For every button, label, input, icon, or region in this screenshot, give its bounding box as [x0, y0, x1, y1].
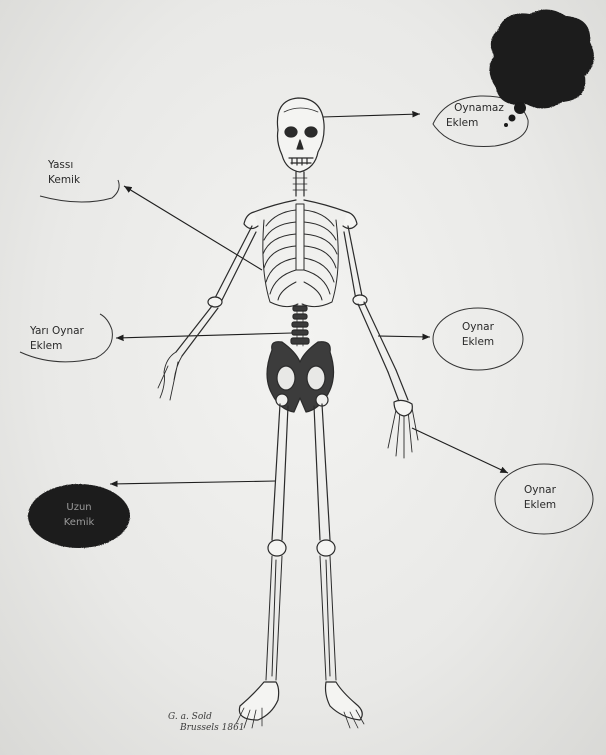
- arrow-femur: [110, 481, 276, 484]
- left-leg: [236, 404, 288, 728]
- signature: G. a. Sold Brussels 1861: [168, 712, 245, 734]
- label-flat-bone-line1: Yassı: [48, 158, 80, 173]
- rib-cage: [263, 204, 338, 307]
- label-movable-joint-elbow: Oynar Eklem: [446, 320, 510, 350]
- arrow-elbow: [378, 336, 430, 337]
- pelvis: [267, 342, 334, 412]
- arrow-skull: [322, 114, 420, 117]
- arrow-ribs: [124, 186, 262, 270]
- label-movable-joint-elbow-line2: Eklem: [446, 335, 510, 350]
- spine: [291, 304, 309, 346]
- label-flat-bone-line2: Kemik: [48, 173, 80, 188]
- label-semi-movable-joint: Yarı Oynar Eklem: [30, 324, 84, 354]
- left-arm: [158, 226, 256, 400]
- label-semi-movable-joint-line2: Eklem: [30, 339, 84, 354]
- signature-line2: Brussels 1861: [168, 723, 245, 734]
- label-movable-joint-wrist: Oynar Eklem: [508, 483, 572, 513]
- arrow-spine: [116, 333, 292, 338]
- label-immovable-joint: Oynamaz Eklem: [446, 101, 512, 131]
- label-long-bone-line1: Uzun: [44, 500, 114, 515]
- label-flat-bone: Yassı Kemik: [48, 158, 80, 188]
- label-long-bone: Uzun Kemik: [44, 500, 114, 530]
- arrow-wrist: [412, 428, 508, 473]
- label-movable-joint-elbow-line1: Oynar: [446, 320, 510, 335]
- right-arm: [344, 226, 418, 458]
- signature-line1: G. a. Sold: [168, 712, 245, 723]
- label-movable-joint-wrist-line1: Oynar: [508, 483, 572, 498]
- label-movable-joint-wrist-line2: Eklem: [508, 498, 572, 513]
- right-leg: [314, 404, 364, 728]
- skull: [277, 98, 324, 172]
- skeleton-figure: [158, 98, 418, 728]
- label-immovable-joint-line2: Eklem: [446, 116, 512, 131]
- label-semi-movable-joint-line1: Yarı Oynar: [30, 324, 84, 339]
- label-long-bone-line2: Kemik: [44, 515, 114, 530]
- label-immovable-joint-line1: Oynamaz: [446, 101, 512, 116]
